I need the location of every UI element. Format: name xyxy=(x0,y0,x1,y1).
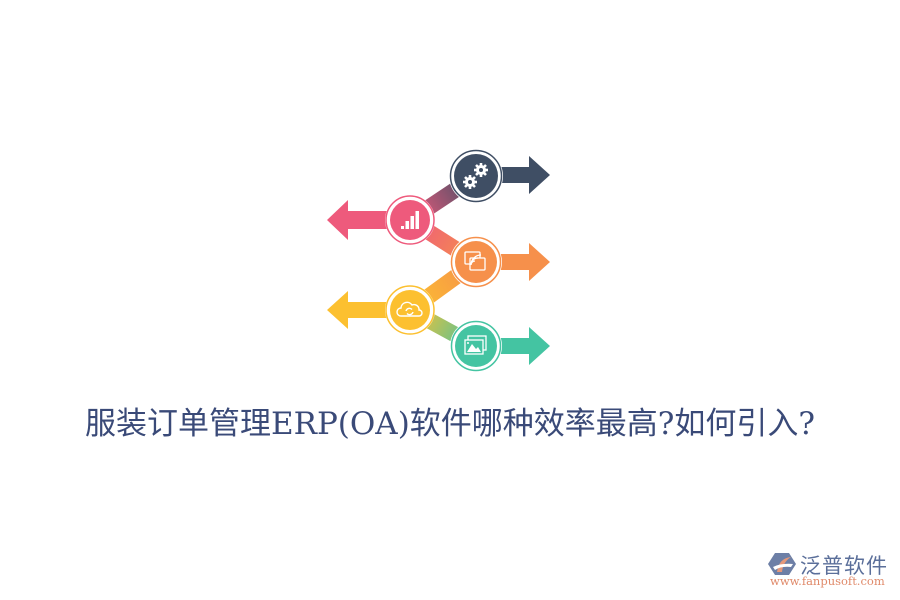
step-5-node xyxy=(450,320,502,372)
brand-logo-icon xyxy=(768,553,796,575)
brand-watermark: 泛普软件 www.fanpusoft.com xyxy=(767,552,897,592)
step-2-node xyxy=(385,195,435,245)
step-3-node xyxy=(450,236,502,288)
arrow-left-2 xyxy=(327,200,410,240)
arrow-infographic xyxy=(327,149,550,372)
arrow-left-4 xyxy=(327,291,410,329)
arrow-right-5 xyxy=(476,327,550,365)
step-4-node xyxy=(385,285,435,335)
wireless-screen-icon xyxy=(464,251,486,271)
bar-chart-icon xyxy=(401,211,419,229)
gears-icon xyxy=(463,163,488,189)
arrow-right-3 xyxy=(476,243,550,281)
cloud-sync-icon xyxy=(396,301,423,317)
page-title: 服装订单管理ERP(OA)软件哪种效率最高?如何引入? xyxy=(84,406,816,442)
arrow-right-1 xyxy=(476,156,550,194)
brand-url: www.fanpusoft.com xyxy=(770,574,885,588)
image-gallery-icon xyxy=(464,335,487,355)
step-1-node xyxy=(449,149,503,203)
brand-name: 泛普软件 xyxy=(800,554,888,578)
